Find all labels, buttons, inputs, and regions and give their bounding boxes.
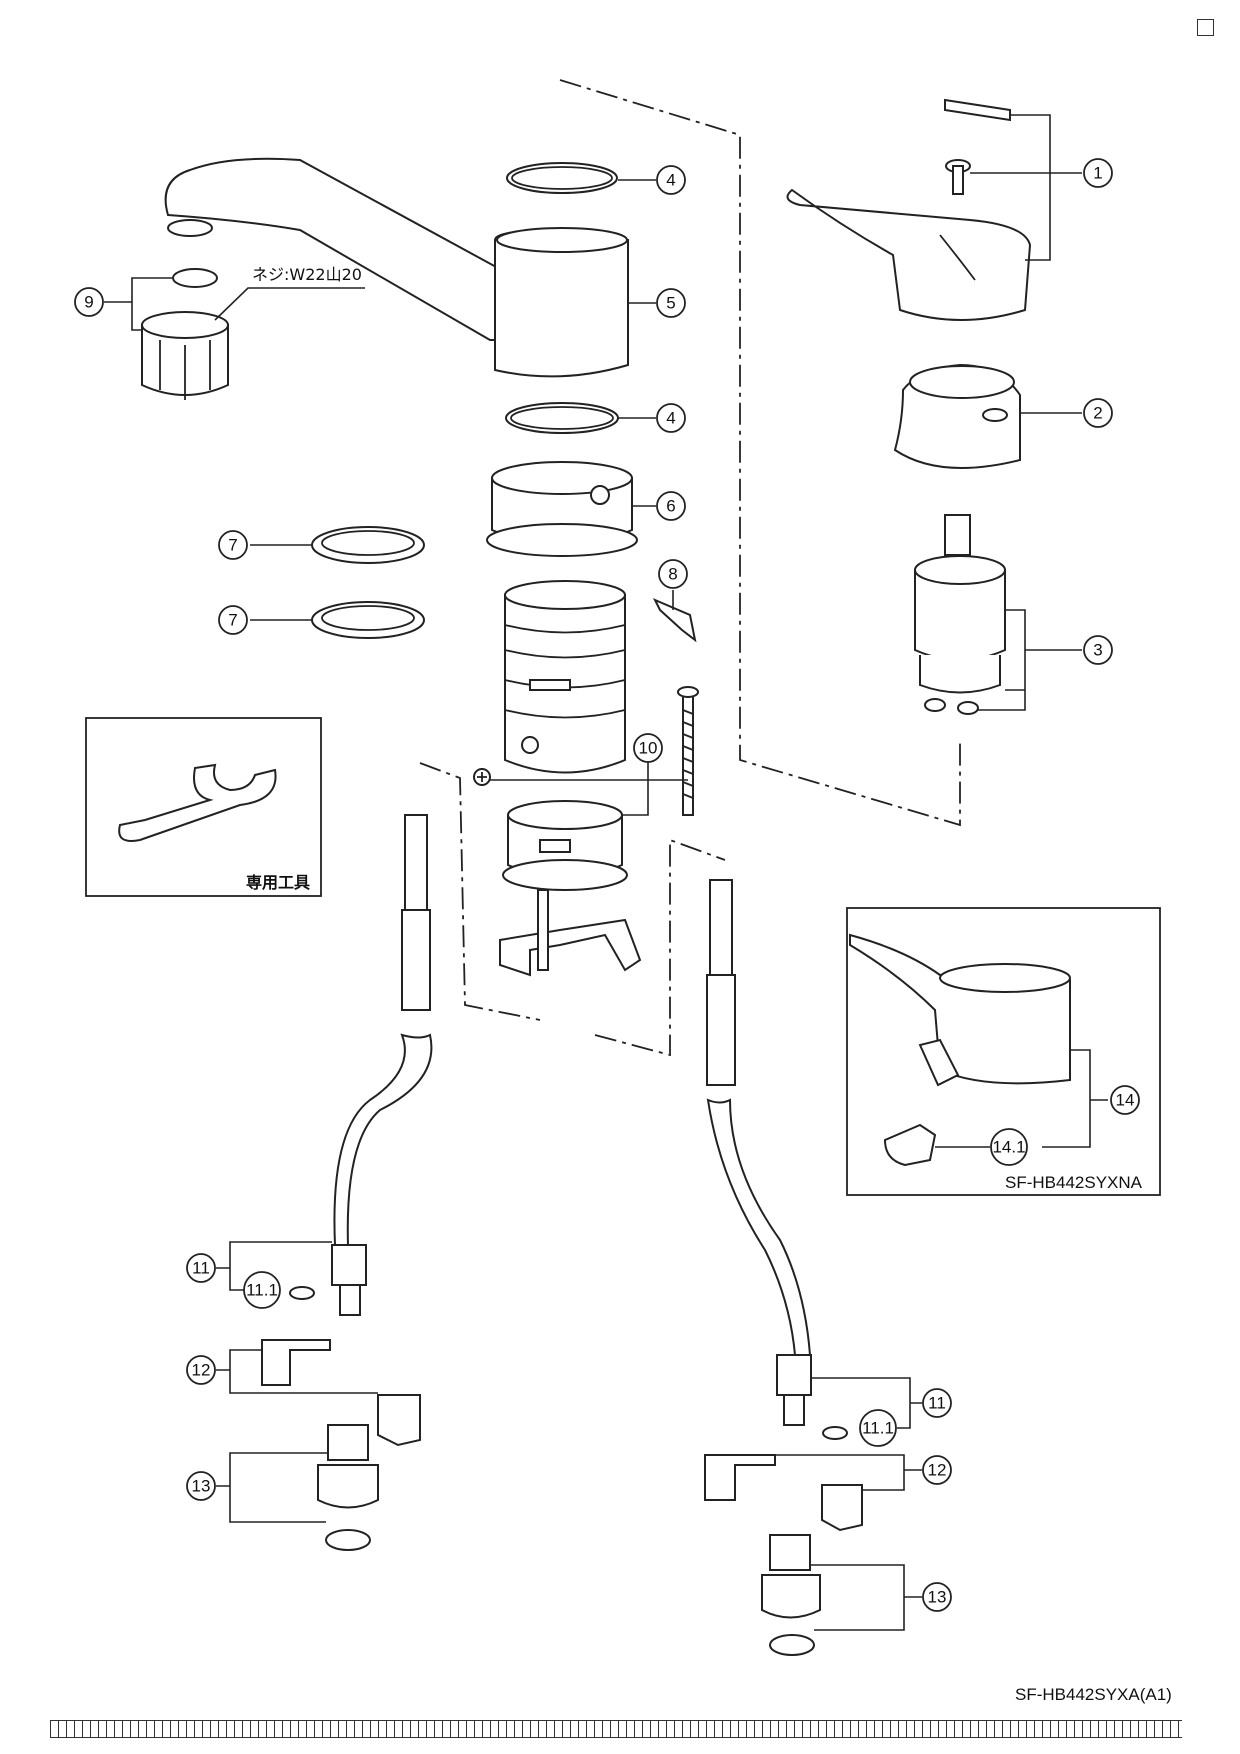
callout-1: 1: [1083, 158, 1113, 188]
spout-body: [164, 157, 629, 378]
callout-10: 10: [633, 733, 663, 763]
leader-12b: [775, 1454, 922, 1491]
svg-text:7: 7: [228, 536, 237, 555]
svg-text:13: 13: [192, 1477, 211, 1496]
special-tool: [118, 763, 277, 842]
special-tool-box: [85, 717, 322, 897]
gasket-upper: [311, 526, 425, 564]
assembly-line-left: [419, 762, 541, 1021]
callout-11-1-left: 11.1: [243, 1271, 281, 1309]
nut-fitting-right: [761, 1534, 821, 1656]
inset-box: [846, 907, 1161, 1196]
svg-text:4: 4: [666, 171, 675, 190]
callout-2: 2: [1083, 398, 1113, 428]
cap-cover: [944, 98, 1011, 122]
hose-left: [331, 814, 433, 1316]
cartridge: [914, 514, 1006, 715]
leader-12a: [216, 1349, 378, 1394]
o-ring-upper: [506, 162, 618, 194]
svg-text:1: 1: [1093, 164, 1102, 183]
lever-cover: [893, 363, 1021, 469]
callout-12-left: 12: [186, 1355, 216, 1385]
special-tool-label: 専用工具: [246, 873, 310, 892]
shower-head-part: [883, 1123, 937, 1167]
thread-spec-note: ネジ:W22山20: [252, 265, 362, 284]
svg-text:3: 3: [1093, 641, 1102, 660]
hose-right: [706, 879, 812, 1426]
leader-13a: [216, 1452, 328, 1523]
leader-1: [970, 114, 1082, 261]
leader-9: [104, 277, 172, 331]
mount-bracket: [499, 889, 642, 977]
inset-spout: [849, 933, 1071, 1087]
callout-14-1: 14.1: [990, 1128, 1028, 1166]
svg-text:12: 12: [928, 1461, 947, 1480]
svg-text:11.1: 11.1: [862, 1419, 894, 1438]
svg-text:4: 4: [666, 409, 675, 428]
svg-text:13: 13: [928, 1588, 947, 1607]
long-screw: [677, 686, 699, 816]
valve-body-column: [504, 580, 626, 774]
callout-9: 9: [74, 287, 104, 317]
svg-text:2: 2: [1093, 404, 1102, 423]
svg-text:14: 14: [1116, 1091, 1135, 1110]
callout-8: 8: [658, 559, 688, 589]
callout-7-lower: 7: [218, 605, 248, 635]
svg-text:5: 5: [666, 294, 675, 313]
assembly-line-main: [559, 79, 961, 827]
leader-14: [1042, 1049, 1108, 1148]
svg-text:9: 9: [84, 293, 93, 312]
mount-ring: [502, 800, 628, 891]
svg-text:11: 11: [928, 1394, 946, 1413]
leader-10: [490, 762, 688, 816]
handle-lever: [786, 188, 1032, 321]
callout-6: 6: [656, 491, 686, 521]
callout-7-upper: 7: [218, 530, 248, 560]
callout-11-right: 11: [922, 1388, 952, 1418]
callout-11-left: 11: [186, 1253, 216, 1283]
svg-text:14.1: 14.1: [992, 1138, 1025, 1157]
drawing-model-label: SF-HB442SYXA(A1): [1015, 1685, 1172, 1704]
aerator-nut: [141, 268, 229, 400]
small-screw: [473, 768, 491, 786]
callout-13-right: 13: [922, 1582, 952, 1612]
leader-11b: [811, 1377, 922, 1429]
leader-13b: [810, 1564, 922, 1631]
small-o-ring-right: [822, 1426, 848, 1440]
leader-11a: [216, 1241, 332, 1291]
gasket-lower: [311, 601, 425, 639]
leader-3: [978, 609, 1082, 711]
callout-11-1-right: 11.1: [859, 1409, 897, 1447]
footer-placeholder-strip: [50, 1720, 1182, 1738]
assembly-line-right: [594, 838, 726, 1057]
callout-3: 3: [1083, 635, 1113, 665]
clip-pin: [652, 598, 697, 643]
hose-clip-right: [704, 1454, 863, 1532]
callout-4-upper: 4: [656, 165, 686, 195]
svg-text:12: 12: [192, 1361, 211, 1380]
svg-text:6: 6: [666, 497, 675, 516]
callout-13-left: 13: [186, 1471, 216, 1501]
inset-model-label: SF-HB442SYXNA: [1005, 1173, 1143, 1192]
svg-text:8: 8: [668, 565, 677, 584]
hose-clip-left: [261, 1339, 421, 1447]
callout-5: 5: [656, 288, 686, 318]
svg-text:7: 7: [228, 611, 237, 630]
body-sleeve: [486, 461, 638, 557]
callout-4-lower: 4: [656, 403, 686, 433]
handle-screw: [945, 159, 971, 195]
leader-thread: [214, 287, 365, 321]
callout-12-right: 12: [922, 1455, 952, 1485]
svg-text:10: 10: [639, 739, 658, 758]
o-ring-lower: [505, 402, 619, 434]
corner-checkbox: [1197, 19, 1214, 36]
svg-text:11.1: 11.1: [246, 1281, 278, 1300]
svg-text:11: 11: [192, 1259, 210, 1278]
callout-14: 14: [1110, 1085, 1140, 1115]
small-o-ring-left: [289, 1286, 315, 1300]
nut-fitting-left: [317, 1424, 379, 1551]
